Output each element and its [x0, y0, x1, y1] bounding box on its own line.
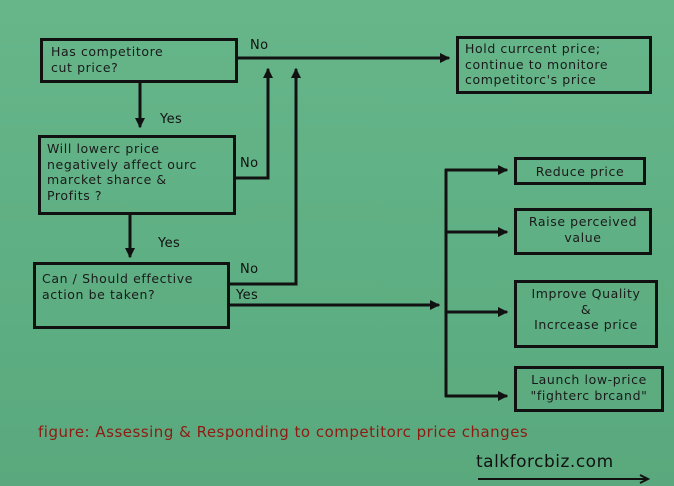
label-no-2: No	[240, 156, 259, 171]
caption-lead: figure:	[38, 423, 91, 441]
box-reduce-price: Reduce price	[514, 157, 646, 185]
arrow-no-from-box2	[234, 68, 273, 180]
caption-text: Assessing & Responding to competitorc pr…	[95, 423, 529, 441]
watermark-underline-arrow	[478, 474, 651, 484]
box-competitor-cut-price: Has competitore cut price?	[40, 38, 238, 83]
figure-caption: figure: Assessing & Responding to compet…	[38, 423, 528, 441]
label-no-3: No	[240, 262, 259, 277]
label-yes-1: Yes	[160, 112, 183, 127]
box-raise-perceived-value: Raise perceived value	[514, 208, 652, 255]
label-yes-3: Yes	[236, 288, 259, 303]
arrow-no-from-box3	[228, 68, 301, 286]
box-improve-quality: Improve Quality & Incrcease price	[514, 280, 658, 348]
watermark-text: talkforcbiz.com	[476, 452, 614, 472]
box-lower-price-affect: Will lowerc price negatively affect ourc…	[38, 135, 236, 215]
label-no-1: No	[250, 38, 269, 53]
label-yes-2: Yes	[158, 236, 181, 251]
box-effective-action: Can / Should effective action be taken?	[33, 262, 230, 329]
box-launch-fighter-brand: Launch low-price "fighterc brcand"	[514, 366, 664, 412]
box-hold-current-price: Hold currcent price; continue to monitor…	[456, 36, 652, 94]
